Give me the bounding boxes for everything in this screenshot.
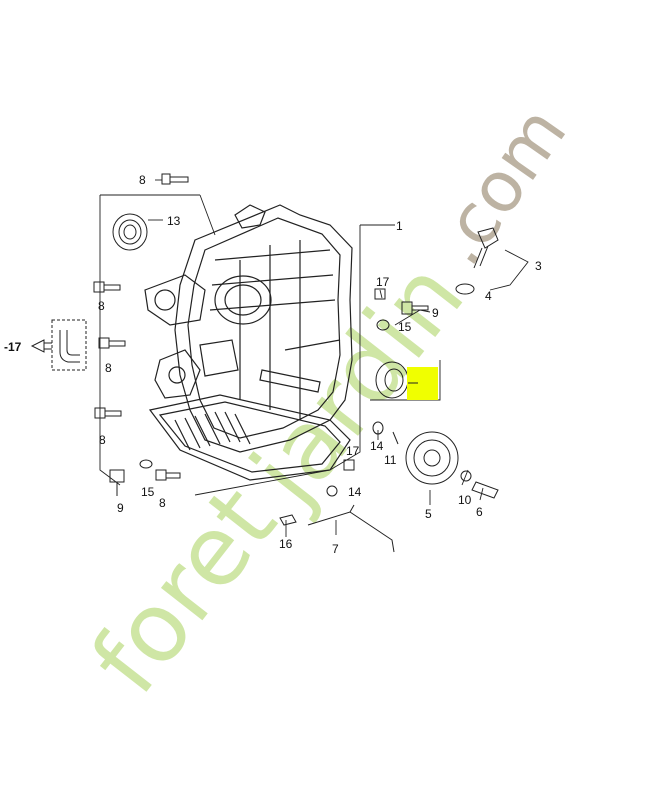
label-part-6: 6 bbox=[476, 505, 483, 519]
label-part-5: 5 bbox=[425, 507, 432, 521]
watermark: .com foret jardin bbox=[70, 92, 583, 714]
label-part-9-top: 9 bbox=[432, 306, 439, 320]
label-part-7: 7 bbox=[332, 542, 339, 556]
watermark-brand-1: foret bbox=[70, 467, 298, 715]
label-part-8-left-3: 8 bbox=[99, 433, 106, 447]
label-part-8-left-1: 8 bbox=[98, 299, 105, 313]
label-part-13: 13 bbox=[167, 214, 181, 228]
label-part-17-top: 17 bbox=[376, 275, 390, 289]
label-part-4: 4 bbox=[485, 289, 492, 303]
crankcase bbox=[144, 204, 353, 481]
label-part-14-mid: 14 bbox=[370, 439, 384, 453]
label-part-16: 16 bbox=[279, 537, 293, 551]
label-part-8-bottom: 8 bbox=[159, 496, 166, 510]
callout-lines bbox=[99, 179, 529, 537]
label-part-8-top: 8 bbox=[139, 173, 146, 187]
label-part-17-bottom: 17 bbox=[346, 444, 360, 458]
label-part-11: 11 bbox=[384, 453, 397, 467]
label-part-14-bottom: 14 bbox=[348, 485, 362, 499]
part-labels: 8 13 1 3 4 17 9 15 8 8 8 -17 14 11 17 15… bbox=[4, 173, 542, 556]
label-part-9-bottom: 9 bbox=[117, 501, 124, 515]
label-part-8-left-2: 8 bbox=[105, 361, 112, 375]
label-part-3: 3 bbox=[535, 259, 542, 273]
label-ref-17: -17 bbox=[4, 340, 22, 354]
watermark-brand-2: jardin bbox=[229, 241, 486, 526]
label-part-15-bottom: 15 bbox=[141, 485, 155, 499]
label-part-10: 10 bbox=[458, 493, 472, 507]
label-part-1: 1 bbox=[396, 219, 403, 233]
watermark-domain: .com bbox=[417, 92, 583, 280]
label-part-15-top: 15 bbox=[398, 320, 412, 334]
